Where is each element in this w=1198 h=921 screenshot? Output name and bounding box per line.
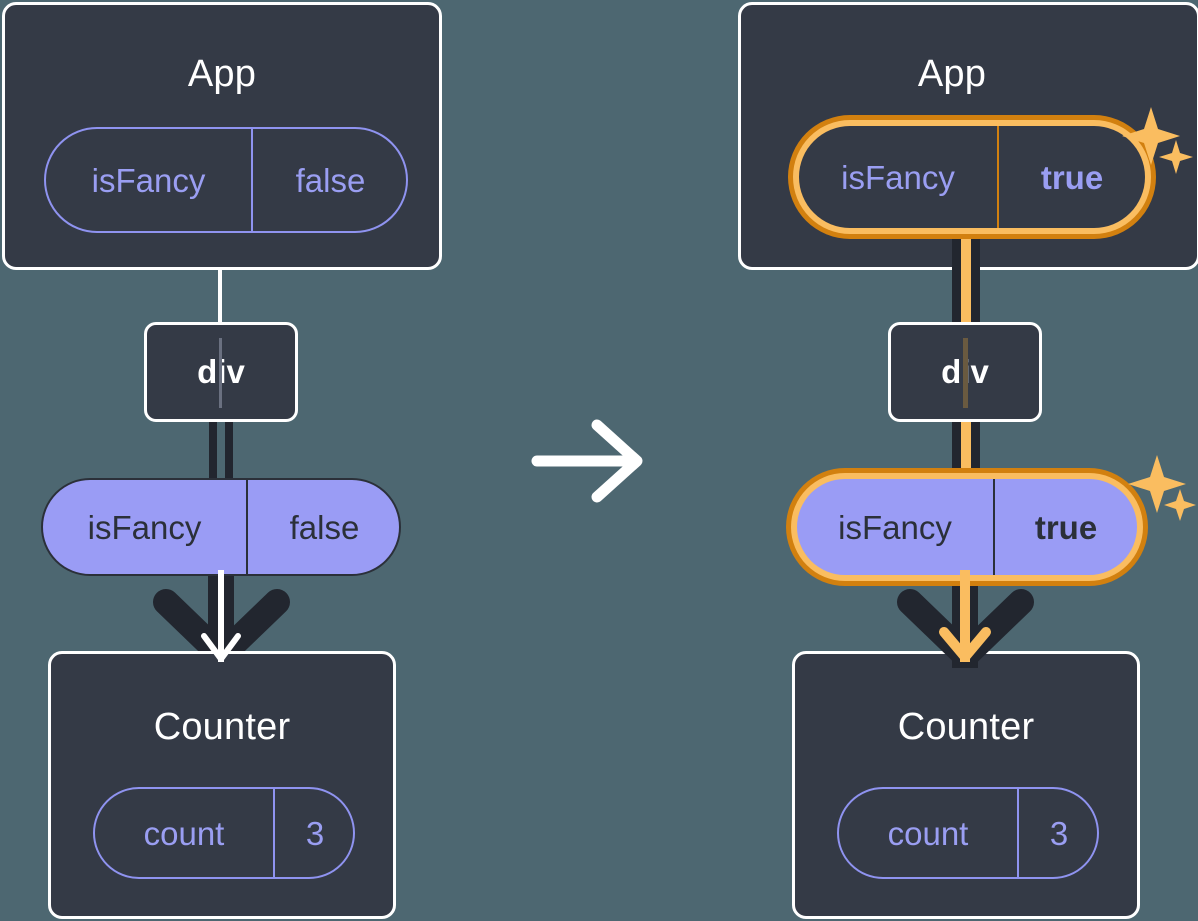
connector-div-to-prop-right-a xyxy=(952,420,961,486)
connector-app-to-div-left xyxy=(218,268,222,326)
connector-div-to-prop-left-b xyxy=(225,420,233,482)
connector-div-to-prop-right-highlight xyxy=(961,420,971,486)
connector-div-to-prop-right-b xyxy=(971,420,980,486)
state-value-label: false xyxy=(295,161,366,199)
state-pill-app-right: isFancy true xyxy=(799,126,1145,228)
state-key-label: isFancy xyxy=(841,158,955,196)
state-value-label: 3 xyxy=(305,814,325,852)
pill-divider xyxy=(997,126,999,228)
prop-key-label: isFancy xyxy=(87,508,202,546)
state-value-label: 3 xyxy=(1049,814,1069,852)
prop-value-label: true xyxy=(1034,508,1098,546)
prop-highlight-ring-right xyxy=(786,468,1148,586)
counter-component-box-left: Counter count 3 xyxy=(48,651,396,919)
app-title-left: App xyxy=(187,53,257,95)
app-title-right: App xyxy=(917,53,987,95)
prop-pill-left: isFancy false xyxy=(41,478,401,576)
state-pill-counter-right: count 3 xyxy=(837,787,1099,879)
connector-app-to-div-right-b xyxy=(971,218,980,328)
pill-divider xyxy=(1017,789,1019,877)
pill-divider xyxy=(251,129,253,231)
counter-title-right: Counter xyxy=(897,706,1035,748)
pill-divider xyxy=(273,789,275,877)
state-highlight-ring-app-right xyxy=(788,115,1156,239)
highlight-ring-hole xyxy=(799,126,1145,228)
state-key-label: count xyxy=(143,814,225,852)
app-component-box-left: App isFancy false xyxy=(2,2,442,270)
highlight-ring-hole xyxy=(797,479,1137,575)
connector-app-to-div-right-a xyxy=(952,218,961,328)
state-key-label: isFancy xyxy=(91,161,206,199)
state-key-label: count xyxy=(887,814,969,852)
prop-key-label: isFancy xyxy=(838,508,952,546)
connector-div-to-prop-left-a xyxy=(209,420,217,482)
state-value-label: true xyxy=(1040,158,1104,196)
connector-through-div-left xyxy=(219,338,222,408)
prop-pill-right: isFancy true xyxy=(797,479,1137,575)
pill-divider xyxy=(993,479,995,575)
connector-through-div-right xyxy=(963,338,968,408)
prop-value-label: false xyxy=(289,508,360,546)
counter-component-box-right: Counter count 3 xyxy=(792,651,1140,919)
pill-divider xyxy=(246,480,248,574)
connector-app-to-div-right-highlight xyxy=(961,218,971,328)
counter-title-left: Counter xyxy=(153,706,291,748)
state-pill-counter-left: count 3 xyxy=(93,787,355,879)
state-pill-app-left: isFancy false xyxy=(44,127,408,233)
